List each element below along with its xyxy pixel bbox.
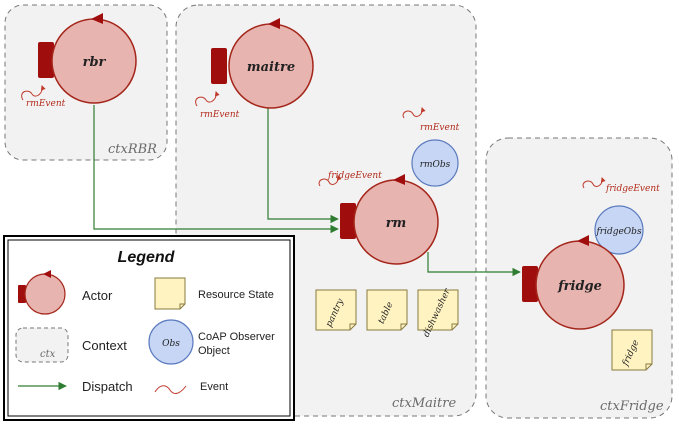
event-label-rm: fridgeEvent [327, 171, 382, 181]
actor-maitre: maitre [211, 18, 314, 109]
legend-context-icon: ctx [15, 327, 69, 363]
dispatch-arrow-maitre-rm [267, 108, 339, 224]
actor-rbr: rbr [38, 13, 137, 104]
legend-resource-label: Resource State [198, 289, 274, 301]
context-label-maitre: ctxMaitre [392, 396, 456, 411]
actor-label-fridge: fridge [557, 279, 602, 294]
event-rbr: rmEvent [21, 85, 66, 109]
observer-label-fridge: fridgeObs [595, 227, 642, 237]
legend-event-icon [154, 385, 187, 394]
event-label-rmobs: rmEvent [420, 123, 460, 133]
actor-label-rbr: rbr [83, 55, 107, 70]
actor-label-rm: rm [386, 216, 407, 231]
legend-resource-icon [154, 277, 186, 310]
event-rmobs: rmEvent [402, 107, 460, 133]
legend-actor-label: Actor [82, 288, 113, 303]
observer-rmobs: rmObs [411, 139, 459, 187]
legend-observer-label-1: CoAP Observer [198, 331, 275, 343]
event-label-rbr: rmEvent [26, 99, 66, 109]
context-label-fridge: ctxFridge [600, 399, 664, 414]
event-maitre: rmEvent [195, 91, 240, 120]
legend-observer-icon: Obs [148, 319, 194, 365]
legend-event-label: Event [200, 381, 228, 393]
dispatch-arrow-rm-fridge [427, 252, 521, 277]
event-label-fridgeobs: fridgeEvent [605, 184, 660, 194]
actor-rm: rm [340, 174, 439, 265]
legend-dispatch-label: Dispatch [82, 379, 133, 394]
legend: Legend Actor Resource State ctx Context … [3, 235, 295, 421]
legend-actor-icon [18, 270, 66, 315]
observer-fridgeobs: fridgeObs [594, 205, 644, 255]
legend-context-label: Context [82, 338, 127, 353]
resource-pantry: pantry [315, 289, 357, 331]
event-rm: fridgeEvent [318, 171, 382, 187]
legend-observer-sample: Obs [162, 339, 180, 349]
legend-title: Legend [118, 249, 176, 266]
event-label-maitre: rmEvent [200, 110, 240, 120]
event-fridgeobs: fridgeEvent [582, 177, 660, 194]
resource-table: table [366, 289, 408, 331]
context-label-rbr: ctxRBR [108, 142, 157, 157]
actor-label-maitre: maitre [247, 60, 295, 75]
resource-fridge: fridge [611, 329, 653, 371]
resource-dishwasher: dishwasher [417, 287, 459, 339]
observer-label-rm: rmObs [420, 160, 451, 170]
dispatch-arrow-rbr-rm [93, 105, 339, 234]
actor-fridge: fridge [522, 235, 625, 330]
legend-context-sample: ctx [40, 349, 56, 360]
legend-observer-label-2: Object [198, 345, 230, 357]
